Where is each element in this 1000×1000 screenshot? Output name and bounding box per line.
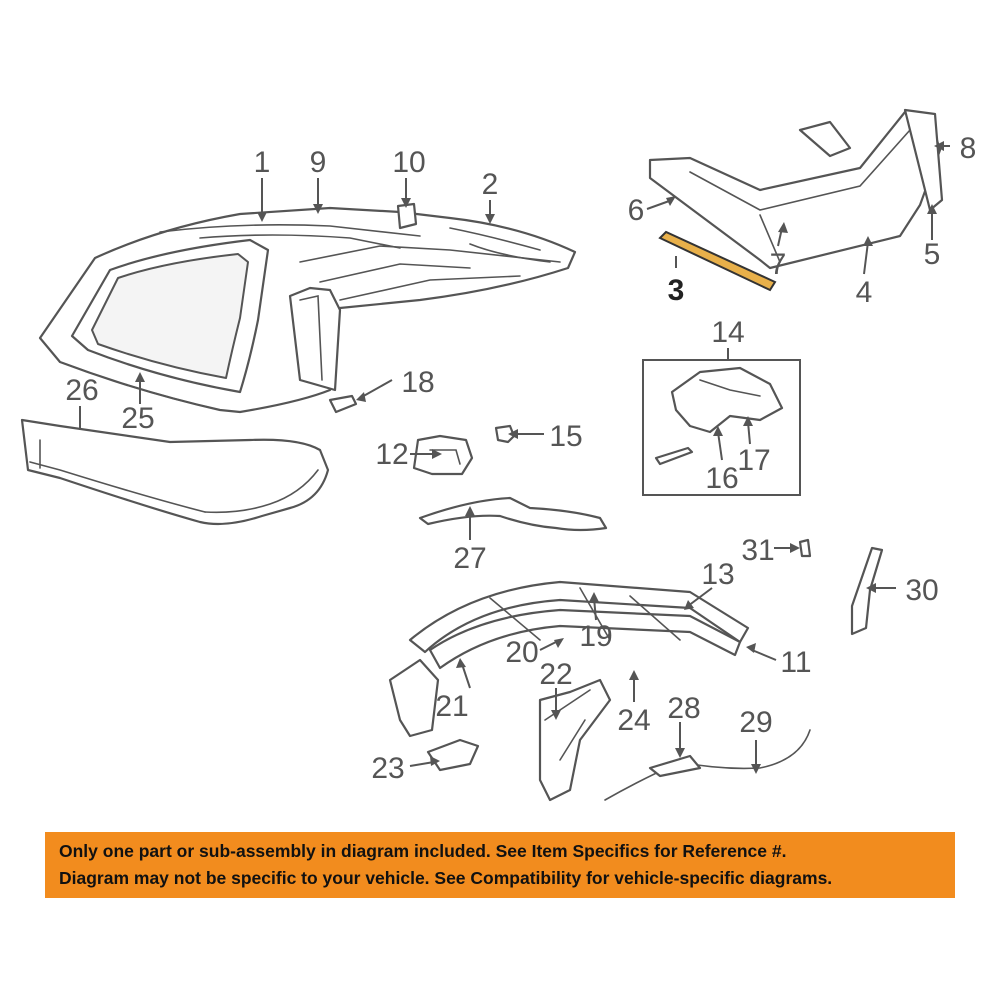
callout-28: 28 — [667, 692, 700, 725]
callout-6: 6 — [628, 194, 645, 227]
disclaimer-banner: Only one part or sub-assembly in diagram… — [45, 832, 955, 898]
callout-labels: 1 9 10 2 26 25 18 15 12 27 6 3 7 4 5 8 1… — [65, 132, 976, 785]
callout-22: 22 — [539, 658, 572, 691]
callout-13: 13 — [701, 558, 734, 591]
small-hardware — [328, 394, 516, 476]
callout-27: 27 — [453, 542, 486, 575]
rear-deck-assembly — [648, 108, 944, 270]
callout-8: 8 — [960, 132, 977, 165]
callout-11: 11 — [780, 646, 811, 679]
callout-29: 29 — [739, 706, 772, 739]
rear-trim-panel — [20, 418, 330, 526]
callout-2: 2 — [482, 168, 499, 201]
misc-parts — [604, 538, 884, 801]
callout-26: 26 — [65, 374, 98, 407]
callout-31: 31 — [741, 534, 774, 567]
callout-24: 24 — [617, 704, 650, 737]
callout-18: 18 — [401, 366, 434, 399]
callout-21: 21 — [435, 690, 468, 723]
latch-inset — [642, 359, 801, 496]
callout-7: 7 — [770, 248, 787, 281]
callout-12: 12 — [375, 438, 408, 471]
inset-frame — [642, 359, 801, 496]
callout-23: 23 — [371, 752, 404, 785]
callout-20: 20 — [505, 636, 538, 669]
callout-14: 14 — [711, 316, 744, 349]
callout-3-highlighted: 3 — [668, 274, 685, 307]
disclaimer-line-2: Diagram may not be specific to your vehi… — [59, 868, 833, 888]
callout-19: 19 — [579, 620, 612, 653]
callout-17: 17 — [737, 444, 770, 477]
callout-5: 5 — [924, 238, 941, 271]
callout-9: 9 — [310, 146, 327, 179]
callout-15: 15 — [549, 420, 582, 453]
callout-4: 4 — [856, 276, 873, 309]
callout-1: 1 — [254, 146, 271, 179]
callout-30: 30 — [905, 574, 938, 607]
part-3-highlighted-strip — [658, 230, 777, 292]
callout-25: 25 — [121, 402, 154, 435]
leader-arrowheads — [135, 141, 944, 774]
top-cover-assembly — [38, 202, 577, 414]
disclaimer-line-1: Only one part or sub-assembly in diagram… — [59, 841, 787, 861]
callout-16: 16 — [705, 462, 738, 495]
callout-10: 10 — [392, 146, 425, 179]
weatherstrip-seal — [418, 496, 608, 532]
